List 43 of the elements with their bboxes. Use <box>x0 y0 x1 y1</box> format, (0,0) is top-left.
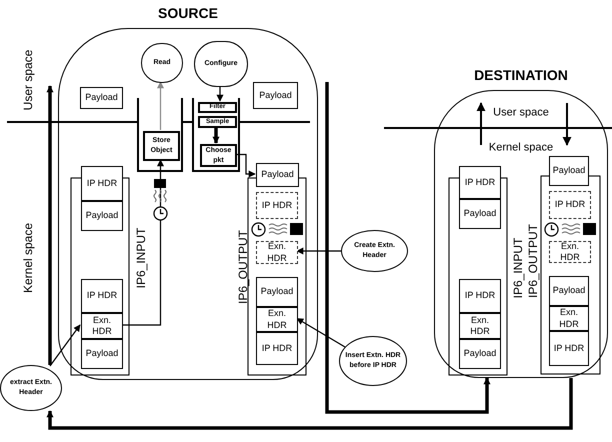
arrow <box>50 324 80 366</box>
packet-box: Payload <box>253 82 298 109</box>
host-title: DESTINATION <box>473 66 569 85</box>
region-label: Kernel space <box>22 222 34 294</box>
packet-box: IP HDR <box>459 279 501 313</box>
arrow <box>296 318 346 348</box>
packet-box: IP HDR <box>81 279 123 313</box>
packet-box: Payload <box>549 156 589 186</box>
packet-box: Exn. HDR <box>256 307 298 332</box>
packet-box: Exn. HDR <box>549 306 589 331</box>
arrow <box>46 378 573 430</box>
arrow <box>157 81 164 130</box>
region-label: Kernel space <box>488 142 554 154</box>
packet-box: Payload <box>81 201 123 231</box>
packet-box: IP HDR <box>81 166 123 201</box>
packet-box: Payload <box>549 276 589 306</box>
packet-box: Payload <box>459 339 501 369</box>
packet-box: Payload <box>81 339 123 369</box>
packet-box: IP HDR <box>549 191 591 219</box>
region-label: User space <box>493 108 549 118</box>
arrow <box>122 159 164 326</box>
arrow <box>46 85 54 365</box>
packet-box: Payload <box>80 87 123 109</box>
packet-box: Exn. HDR <box>459 313 501 339</box>
arrow <box>216 86 224 102</box>
arrow <box>296 248 341 254</box>
packet-box: Exn. HDR <box>549 241 591 263</box>
region-label: IP6_INPUT <box>512 238 524 298</box>
packet-box: Exn. HDR <box>81 313 123 339</box>
packet-box: Payload <box>459 199 501 229</box>
region-label: IP6_OUTPUT <box>527 224 539 298</box>
packet-box: IP HDR <box>256 332 298 365</box>
arrow <box>325 82 490 414</box>
region-label: IP6_OUTPUT <box>237 230 249 304</box>
packet-box: IP HDR <box>549 331 589 366</box>
packet-box: IP HDR <box>459 166 501 199</box>
packet-box: Exn. HDR <box>256 241 298 264</box>
host-title: SOURCE <box>157 4 219 23</box>
packet-box: IP HDR <box>256 192 298 219</box>
packet-box: Payload <box>256 277 298 307</box>
region-label: IP6_INPUT <box>135 228 147 288</box>
packet-box: Payload <box>256 163 299 187</box>
region-label: User space <box>22 50 34 110</box>
